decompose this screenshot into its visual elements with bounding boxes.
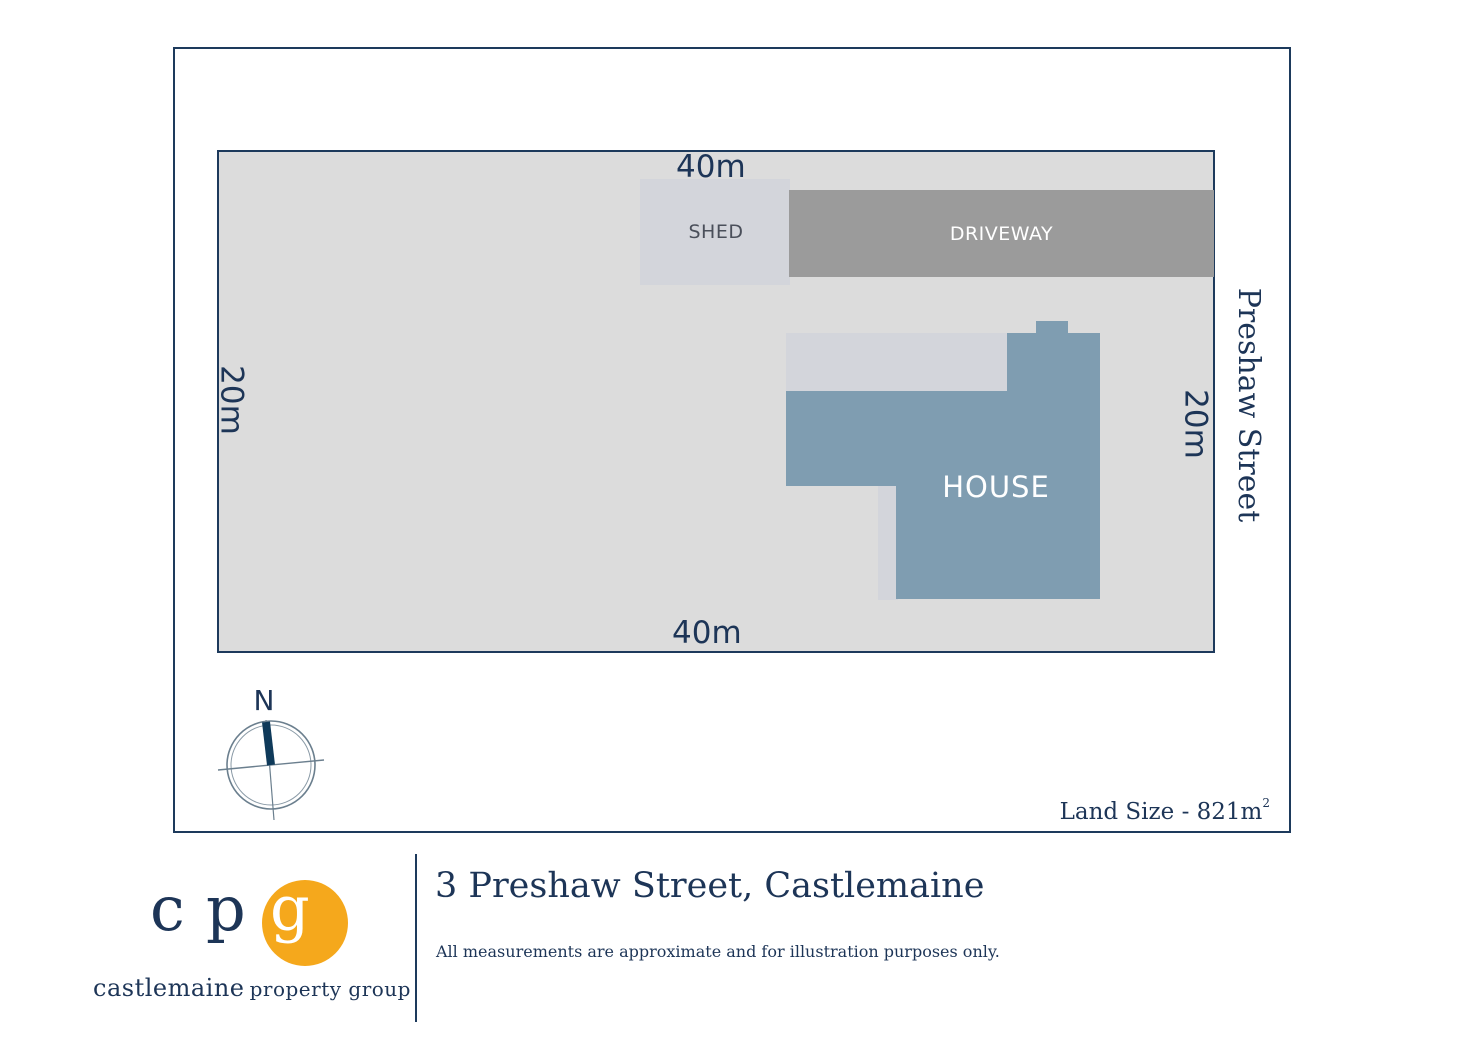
- logo-orange-circle: [262, 880, 348, 966]
- compass-icon: N: [217, 684, 325, 821]
- logo-wordmark: castlemaine property group: [93, 974, 411, 1002]
- land-size-text: Land Size - 821m: [1059, 799, 1263, 825]
- compass-north-letter: N: [254, 684, 275, 717]
- logo-word-castlemaine: castlemaine: [93, 974, 245, 1002]
- house-main: [786, 391, 1100, 486]
- logo-letter-p: p: [206, 872, 246, 945]
- house-wing: [1007, 333, 1100, 393]
- company-logo: c p g castlemaine property group: [90, 874, 410, 1014]
- house-side-verandah: [878, 485, 898, 600]
- land-size: Land Size - 821m2: [1060, 796, 1270, 825]
- shed: SHED: [640, 179, 790, 285]
- disclaimer: All measurements are approximate and for…: [436, 942, 1000, 961]
- logo-letter-c: c: [150, 872, 185, 945]
- house-chimney: [1036, 321, 1068, 335]
- top-dimension: 40m: [676, 149, 746, 185]
- logo-word-property-group: property group: [249, 977, 411, 1001]
- logo-letter-g: g: [270, 872, 310, 945]
- driveway: DRIVEWAY: [789, 190, 1214, 277]
- site-plan-frame: [173, 47, 1291, 833]
- street-label: Preshaw Street: [1231, 287, 1266, 523]
- left-dimension: 20m: [213, 365, 250, 435]
- house-label: HOUSE: [942, 470, 1050, 504]
- shed-label: SHED: [688, 221, 744, 243]
- land-size-superscript: 2: [1262, 796, 1270, 810]
- driveway-label: DRIVEWAY: [949, 222, 1054, 245]
- property-address: 3 Preshaw Street, Castlemaine: [435, 866, 985, 906]
- right-dimension: 20m: [1177, 389, 1214, 459]
- bottom-dimension: 40m: [672, 615, 742, 651]
- north-compass: N: [214, 684, 328, 824]
- footer-divider: [415, 854, 417, 1022]
- house-verandah: [786, 333, 1008, 391]
- house-rear: [896, 485, 1100, 599]
